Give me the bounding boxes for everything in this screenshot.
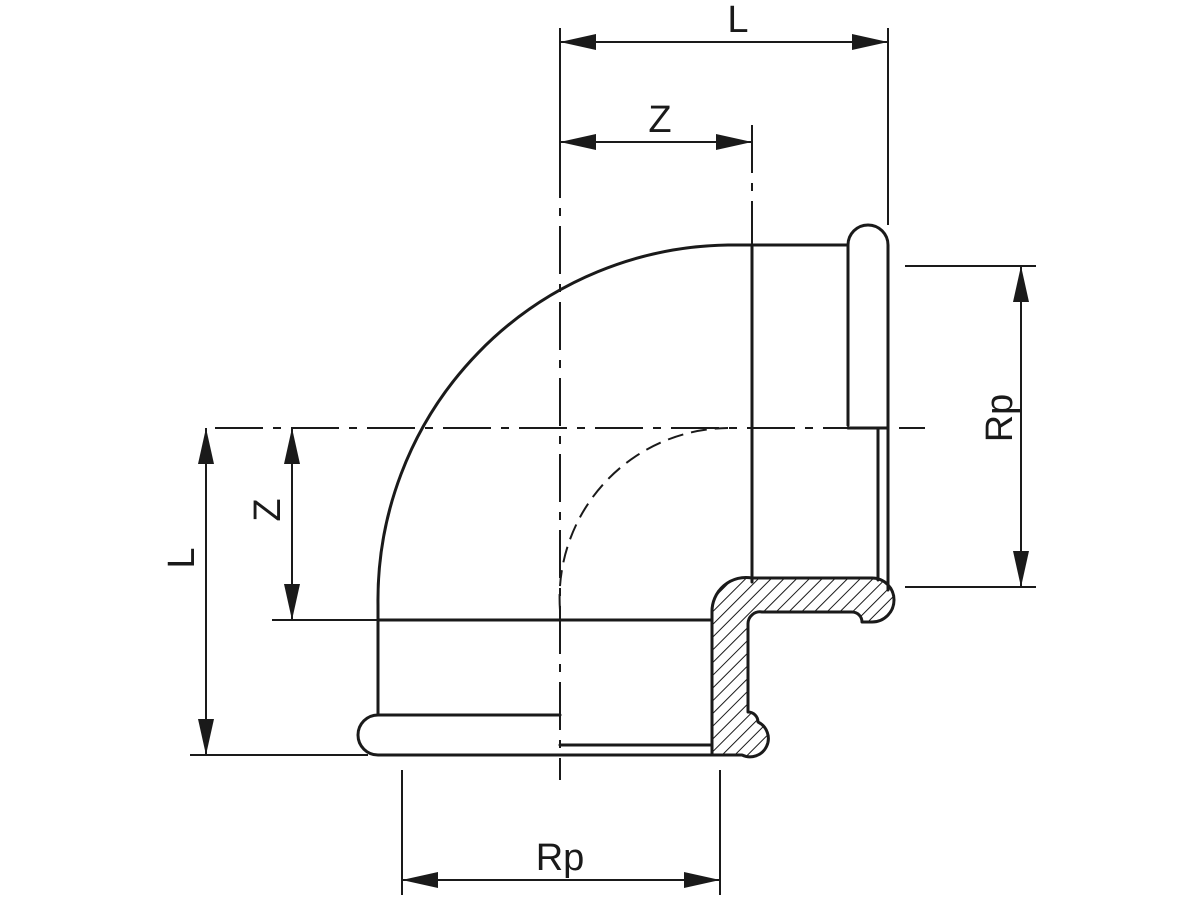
label-left-offset: Z: [247, 498, 289, 521]
bottom-socket-bead: [356, 713, 722, 757]
right-socket-bead: [846, 223, 890, 592]
extension-lines: [190, 28, 1036, 895]
fitting-body: [356, 223, 896, 759]
outer-arc: [376, 243, 850, 717]
dimension-lines: [198, 34, 1029, 888]
label-right-thread: Rp: [979, 394, 1021, 443]
label-bottom-thread: Rp: [536, 837, 585, 879]
section-wall: [710, 575, 896, 759]
label-left-length: L: [161, 547, 203, 568]
center-lines: [215, 125, 925, 780]
label-top-offset: Z: [648, 99, 671, 141]
inner-bend-hidden-arc: [558, 427, 729, 611]
label-top-length: L: [727, 0, 748, 41]
